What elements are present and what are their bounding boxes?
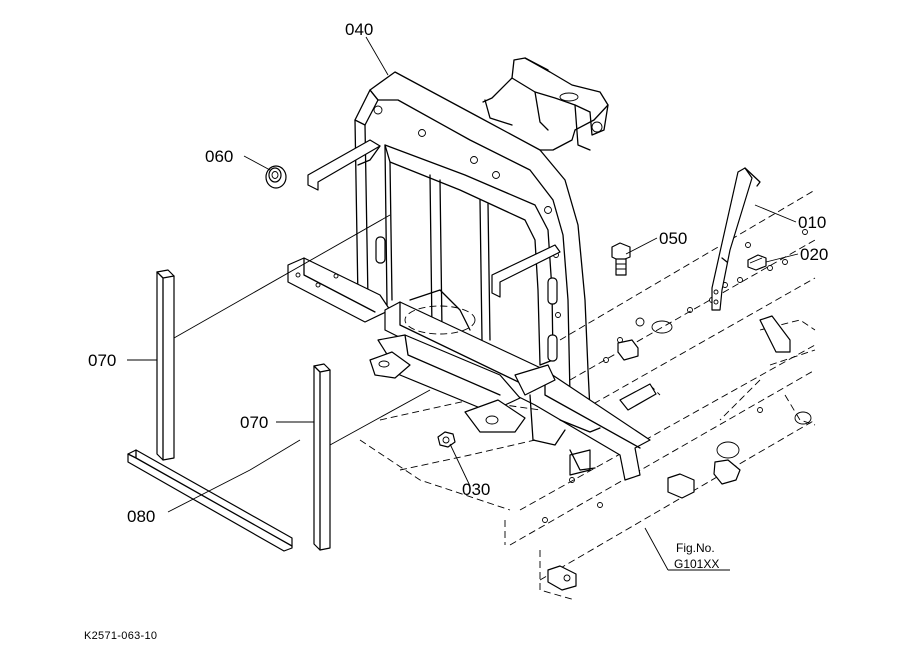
callout-060: 060 bbox=[205, 147, 233, 166]
stay-010 bbox=[711, 167, 761, 311]
cross-members bbox=[287, 257, 651, 481]
seal-070-left bbox=[156, 269, 175, 461]
callout-080: 080 bbox=[127, 507, 155, 526]
bolt-050 bbox=[611, 242, 631, 276]
callout-050: 050 bbox=[659, 229, 687, 248]
chassis-frame bbox=[359, 189, 816, 601]
callout-070-right: 070 bbox=[240, 413, 268, 432]
callout-070-left: 070 bbox=[88, 351, 116, 370]
drawing-code: K2571-063-10 bbox=[84, 630, 158, 642]
bolt-020 bbox=[747, 254, 767, 271]
nut-030 bbox=[437, 431, 456, 448]
callout-030: 030 bbox=[462, 480, 490, 499]
callout-040: 040 bbox=[345, 20, 373, 39]
seal-080 bbox=[127, 449, 293, 552]
callout-020: 020 bbox=[800, 245, 828, 264]
figure-ref-label: Fig.No. bbox=[676, 541, 715, 555]
seal-070-right bbox=[313, 363, 331, 551]
leader-lines bbox=[127, 36, 799, 571]
grommet-060 bbox=[265, 165, 287, 189]
callout-010: 010 bbox=[798, 213, 826, 232]
figure-ref-number: G101XX bbox=[674, 557, 719, 571]
callout-labels: 040 060 050 010 020 070 070 030 080 Fig.… bbox=[88, 20, 828, 571]
